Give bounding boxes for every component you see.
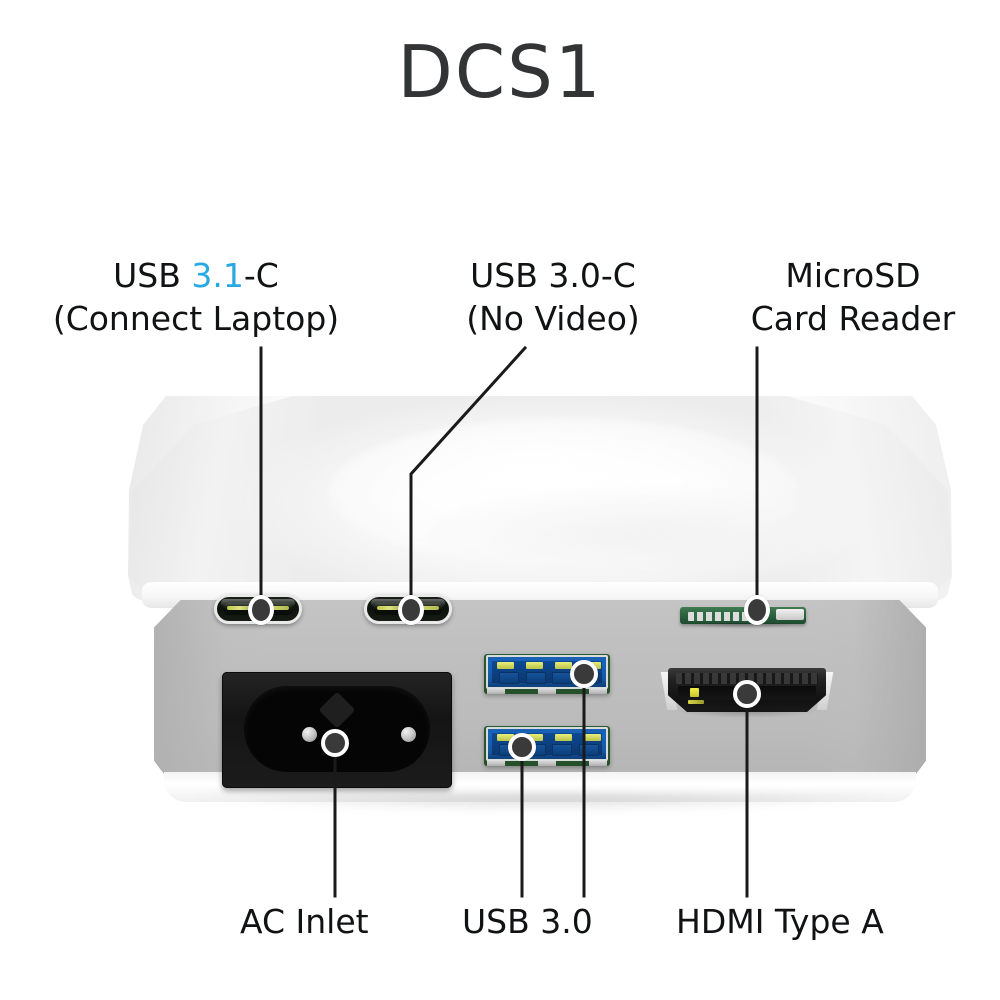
- port-usb-a-lower[interactable]: [484, 726, 610, 766]
- callout-label-usb30c: USB 3.0-C (No Video): [408, 255, 698, 341]
- microsd-metal-tab: [776, 609, 804, 620]
- callout-microsd-line2: Card Reader: [750, 298, 956, 338]
- top-shell-shade-left: [128, 396, 318, 601]
- hdmi-contact-primary: [690, 688, 699, 697]
- usb-a-pin: [555, 662, 572, 669]
- usb-a-tab: [578, 744, 599, 756]
- ac-inlet-center-notch: [318, 691, 356, 729]
- usb-a-pin: [526, 734, 543, 741]
- callout-dot-hdmi[interactable]: [733, 680, 761, 708]
- microsd-contacts: [688, 612, 760, 621]
- callout-dot-usb30-upper[interactable]: [570, 660, 598, 688]
- hdmi-contact-secondary: [688, 700, 704, 704]
- microsd-shadow: [684, 623, 802, 629]
- usb-a-foot: [487, 688, 505, 694]
- usb-a-lower-shell: [486, 727, 608, 761]
- usb-a-foot: [538, 760, 556, 766]
- callout-label-hdmi: HDMI Type A: [676, 902, 884, 941]
- hdmi-ridges: [676, 673, 818, 684]
- callout-label-ac-inlet: AC Inlet: [240, 902, 369, 941]
- usb-a-tab: [499, 672, 519, 684]
- ac-inlet-pin-left: [302, 727, 317, 742]
- callout-usb31c-line1: USB 3.1-C: [113, 256, 279, 295]
- usb-a-pin: [497, 734, 514, 741]
- callout-microsd-line1: MicroSD: [785, 256, 921, 295]
- callout-dot-ac-inlet[interactable]: [321, 729, 349, 757]
- usb-a-foot: [538, 688, 556, 694]
- usb31c-suffix: -C: [243, 256, 279, 295]
- callout-usb31c-line2: (Connect Laptop): [52, 298, 340, 338]
- usb-a-tab: [525, 672, 546, 684]
- callout-dot-usb30-lower[interactable]: [508, 733, 536, 761]
- top-gloss-secondary: [428, 488, 858, 580]
- callout-dot-microsd[interactable]: [744, 595, 770, 625]
- usb-a-lower-feet: [487, 760, 607, 766]
- port-microsd-slot[interactable]: [680, 604, 806, 629]
- usb-a-foot: [589, 760, 607, 766]
- usb-a-pin: [555, 734, 572, 741]
- hdmi-shadow: [674, 710, 820, 718]
- usb31c-prefix: USB: [113, 256, 192, 295]
- usb31c-version-accent: 3.1: [191, 256, 244, 295]
- microsd-pcb: [680, 607, 806, 624]
- callout-label-usb31c: USB 3.1-C (Connect Laptop): [0, 255, 392, 341]
- usb-a-upper-feet: [487, 688, 607, 694]
- callout-usb30c-line1: USB 3.0-C: [470, 256, 636, 295]
- usb-a-pin: [584, 734, 601, 741]
- ac-inlet-pin-right: [401, 727, 416, 742]
- usb-a-pin: [526, 662, 543, 669]
- page-title: DCS1: [397, 30, 603, 114]
- callout-label-microsd: MicroSD Card Reader: [706, 255, 1000, 341]
- usb-a-pin: [497, 662, 514, 669]
- usb-a-tab: [552, 744, 573, 756]
- callout-dot-usb31c[interactable]: [248, 595, 274, 625]
- usb-a-foot: [589, 688, 607, 694]
- device-drop-shadow: [188, 794, 894, 812]
- usb-a-lower-pins: [497, 734, 601, 741]
- callout-label-usb30: USB 3.0: [462, 902, 593, 941]
- usb-a-foot: [487, 760, 505, 766]
- callout-usb30c-line2: (No Video): [466, 298, 640, 338]
- callout-dot-usb30c[interactable]: [398, 595, 424, 625]
